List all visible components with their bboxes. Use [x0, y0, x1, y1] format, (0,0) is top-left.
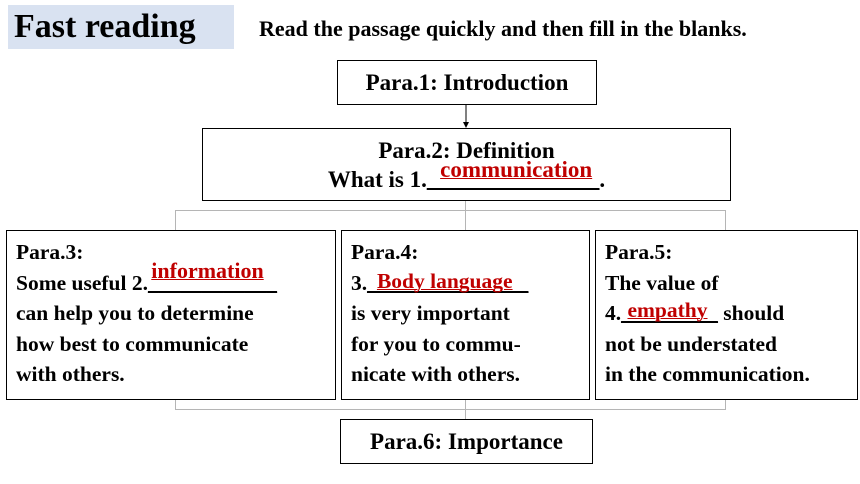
para4-line2: is very important	[351, 301, 510, 325]
answer-3: Body language	[376, 268, 513, 293]
section-title: Fast reading	[8, 5, 234, 49]
para2-question-end: .	[599, 167, 606, 192]
para5-line2-text: 4.	[605, 301, 622, 325]
para2-heading: Para.2: Definition	[378, 138, 555, 163]
blank-3[interactable]: _______________Body language	[367, 268, 528, 299]
para5-box: Para.5: The value of 4._________empathy …	[595, 230, 858, 400]
connector-line-top-left	[175, 210, 176, 230]
para3-heading: Para.3:	[16, 240, 84, 264]
para3-line4: with others.	[16, 362, 125, 386]
para3-line3: how best to communicate	[16, 331, 249, 356]
para2-box: Para.2: Definition What is 1.___________…	[202, 128, 731, 201]
para4-line1-text: 3.	[351, 270, 368, 295]
para3-line1-text: Some useful 2.	[16, 270, 148, 295]
blank-1-line: _______________	[426, 167, 600, 192]
para5-line4: in the communication.	[605, 362, 810, 386]
blank-3-line: _______________	[367, 270, 529, 295]
para4-heading: Para.4:	[351, 240, 419, 264]
connector-line-top-bar	[175, 210, 726, 211]
answer-2: information	[151, 257, 264, 283]
blank-4[interactable]: _________empathy	[621, 298, 718, 329]
connector-line-bottom-right	[725, 400, 726, 410]
para5-heading: Para.5:	[605, 240, 673, 264]
para6-box: Para.6: Importance	[340, 419, 593, 464]
para3-box: Para.3: Some useful 2.____________inform…	[6, 230, 336, 400]
connector-line-top-right	[725, 210, 726, 230]
para5-line3: not be understated	[605, 331, 778, 356]
para2-question: What is 1._______________communication.	[203, 157, 730, 194]
instruction-text: Read the passage quickly and then fill i…	[259, 16, 747, 41]
para4-line1: 3._______________Body language	[351, 268, 589, 299]
answer-1: communication	[440, 157, 593, 182]
answer-4: empathy	[627, 298, 708, 322]
para6-label: Para.6: Importance	[370, 429, 563, 454]
para1-label: Para.1: Introduction	[365, 70, 569, 95]
para5-line2-end: should	[717, 301, 785, 325]
connector-line-top-stem	[465, 201, 466, 211]
blank-2[interactable]: ____________information	[148, 258, 277, 299]
connector-line-top-mid	[465, 210, 466, 230]
blank-2-line: ____________	[148, 270, 277, 295]
blank-1[interactable]: _______________communication	[426, 157, 600, 194]
connector-line-bottom-bar	[175, 409, 726, 410]
connector-line-bottom-left	[175, 400, 176, 410]
para3-line1: Some useful 2.____________information	[16, 258, 335, 299]
para5-line1: The value of	[605, 270, 719, 295]
para1-box: Para.1: Introduction	[337, 60, 597, 105]
para4-line4: nicate with others.	[351, 362, 520, 386]
para3-line2: can help you to determine	[16, 301, 254, 325]
para2-question-text: What is 1.	[327, 167, 427, 192]
para4-box: Para.4: 3._______________Body language i…	[341, 230, 590, 400]
blank-4-line: _________	[621, 301, 718, 325]
para5-line2: 4._________empathy should	[605, 298, 857, 329]
para4-line3: for you to commu-	[351, 331, 521, 356]
